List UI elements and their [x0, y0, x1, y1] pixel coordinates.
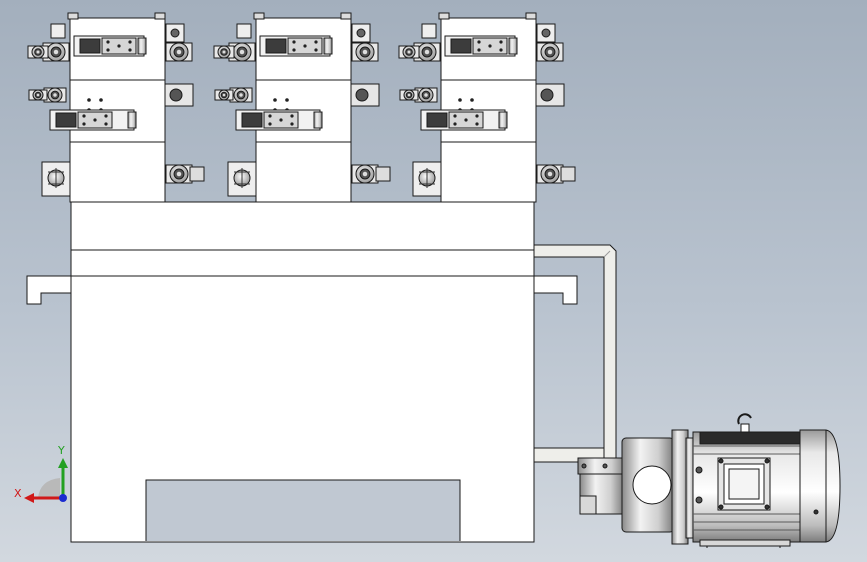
pressure-fitting[interactable]	[165, 42, 193, 62]
valve-stack-1[interactable]	[27, 12, 205, 203]
coordinate-triad: Y X	[14, 444, 68, 503]
z-axis-dot	[59, 494, 67, 502]
pressure-fitting[interactable]	[228, 42, 256, 62]
pressure-fitting[interactable]	[351, 164, 379, 184]
pressure-fitting[interactable]	[28, 89, 48, 101]
valve-stack-3[interactable]	[398, 12, 576, 203]
motor-feet	[699, 539, 791, 547]
rotation-arrow-icon	[737, 413, 752, 433]
solenoid-valve[interactable]	[235, 109, 323, 131]
pressure-fitting[interactable]	[43, 87, 67, 103]
pressure-fitting[interactable]	[399, 89, 419, 101]
coupling-window	[632, 465, 672, 505]
solenoid-valve[interactable]	[259, 35, 333, 57]
electric-motor[interactable]	[577, 413, 841, 548]
solenoid-valve[interactable]	[444, 35, 518, 57]
relief-valve-knob[interactable]	[41, 161, 71, 197]
solenoid-valve[interactable]	[49, 109, 137, 131]
oil-tank[interactable]	[26, 201, 578, 543]
x-axis-label: X	[14, 487, 22, 500]
pressure-fitting[interactable]	[536, 42, 564, 62]
pressure-fitting[interactable]	[414, 87, 438, 103]
pressure-fitting[interactable]	[536, 164, 564, 184]
tank-flange-right	[533, 275, 578, 305]
pressure-fitting[interactable]	[398, 45, 420, 59]
relief-valve-knob[interactable]	[412, 161, 442, 197]
solenoid-valve[interactable]	[73, 35, 147, 57]
fan-cover	[799, 429, 841, 543]
solenoid-valve[interactable]	[420, 109, 508, 131]
pressure-fitting[interactable]	[214, 89, 234, 101]
pressure-fitting[interactable]	[27, 45, 49, 59]
y-axis-label: Y	[57, 444, 65, 457]
tank-leg-opening	[145, 479, 461, 541]
pressure-fitting[interactable]	[213, 45, 235, 59]
valve-stack-2[interactable]	[213, 12, 391, 203]
relief-valve-knob[interactable]	[227, 161, 257, 197]
pressure-fitting[interactable]	[351, 42, 379, 62]
pressure-fitting[interactable]	[165, 164, 193, 184]
tank-flange-left	[26, 275, 72, 305]
pressure-fitting[interactable]	[42, 42, 70, 62]
